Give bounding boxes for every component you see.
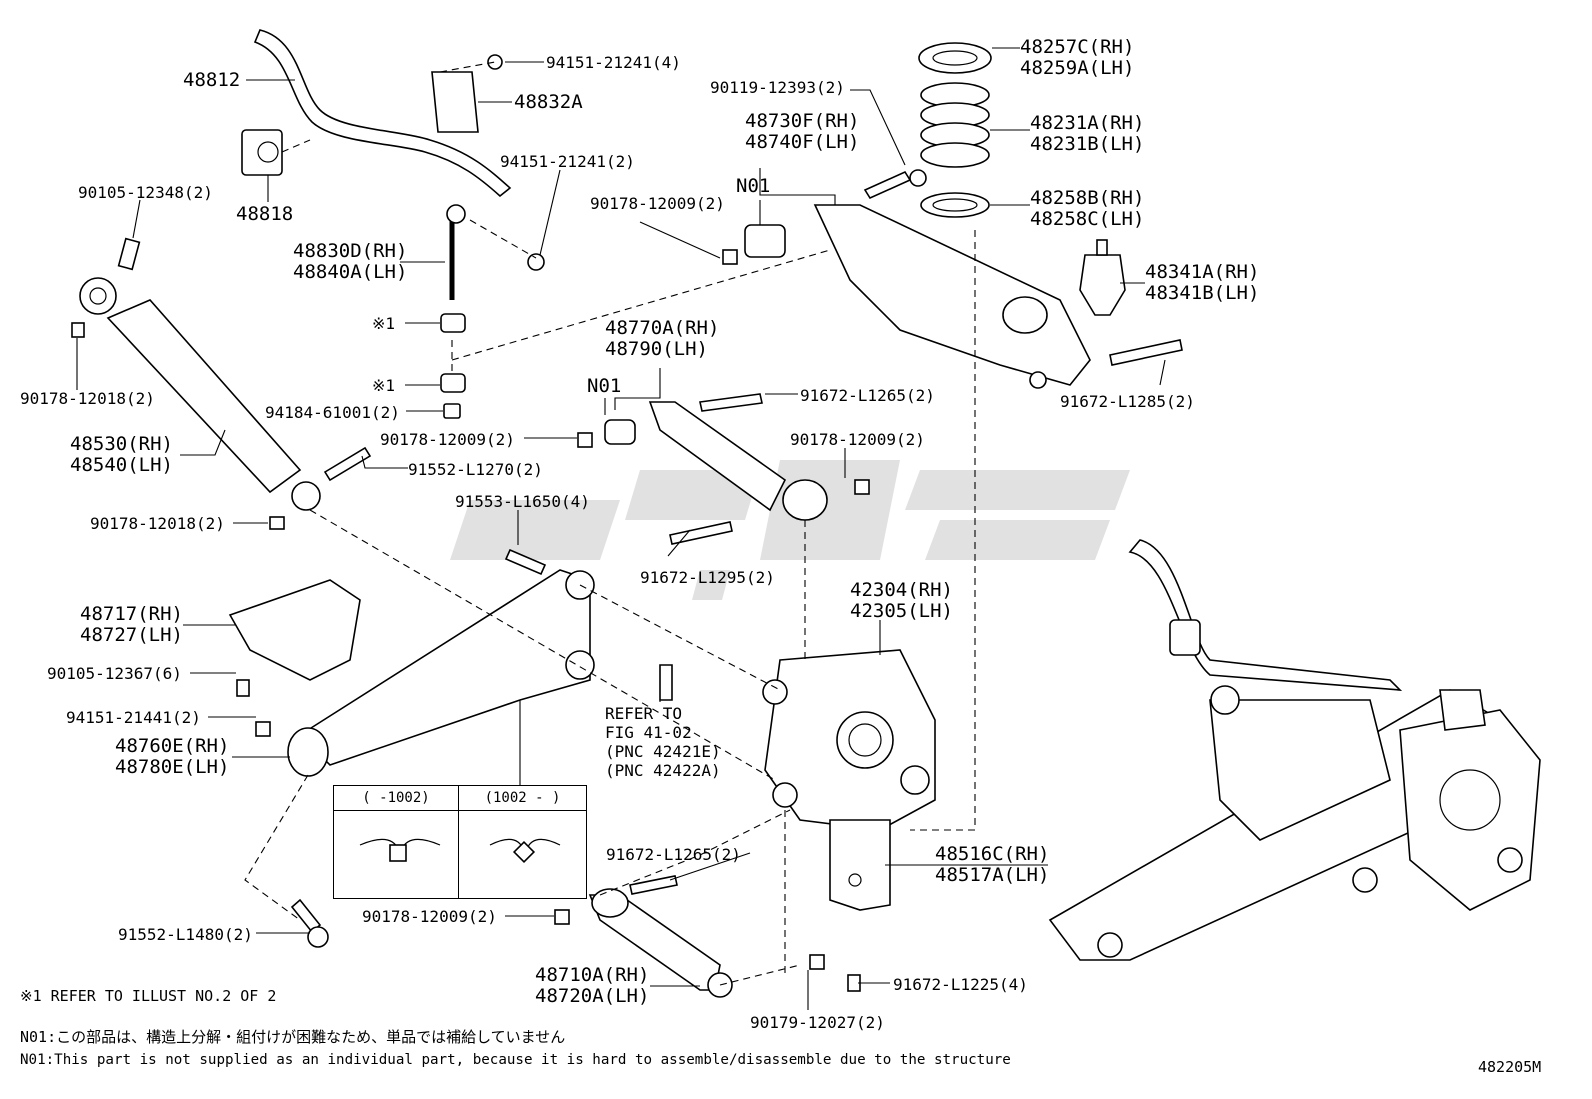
label-refer-3: (PNC 42421E) (605, 742, 721, 761)
label-90119-12393: 90119-12393(2) (710, 78, 845, 97)
label-ref1-a: ※1 (372, 314, 396, 333)
suspension-bracket (809, 819, 891, 992)
label-n01-a: N01 (736, 175, 771, 197)
stabilizer-link (440, 204, 545, 419)
label-94151-21241-4: 94151-21241(4) (546, 53, 681, 72)
label-91672-l1265-b: 91672-L1265(2) (606, 845, 741, 864)
label-90178-12009-a: 90178-12009(2) (380, 430, 515, 449)
label-94151-21441: 94151-21441(2) (66, 708, 201, 727)
label-94151-21241-2: 94151-21241(2) (500, 152, 635, 171)
label-n01-b: N01 (587, 375, 622, 397)
inset-divider (458, 810, 460, 898)
label-48812: 48812 (183, 69, 241, 91)
note-n01-english: N01:This part is not supplied as an indi… (20, 1052, 1011, 1068)
label-90105-12348: 90105-12348(2) (78, 183, 213, 202)
label-48727: 48727(LH) (80, 624, 183, 646)
label-48720a: 48720A(LH) (535, 985, 650, 1007)
label-48540: 48540(LH) (70, 454, 173, 476)
lower-control-arm (228, 569, 595, 777)
label-48258b: 48258B(RH) (1030, 187, 1145, 209)
coil-spring-assembly (918, 42, 1183, 366)
label-90178-12018-b: 90178-12018(2) (90, 514, 225, 533)
note-refer-illust: ※1 REFER TO ILLUST NO.2 OF 2 (20, 987, 277, 1005)
label-91672-l1295: 91672-L1295(2) (640, 568, 775, 587)
label-48257c: 48257C(RH) (1020, 36, 1135, 58)
label-refer-1: REFER TO (605, 704, 683, 723)
label-refer-4: (PNC 42422A) (605, 761, 721, 780)
label-ref1-b: ※1 (372, 376, 396, 395)
rear-lower-arm (290, 875, 733, 998)
label-91552-l1480: 91552-L1480(2) (118, 925, 253, 944)
label-91553-l1650: 91553-L1650(4) (455, 492, 590, 511)
leader-lines (76, 47, 1166, 1010)
label-48710a: 48710A(RH) (535, 964, 650, 986)
label-48530: 48530(RH) (70, 433, 173, 455)
label-48760e: 48760E(RH) (115, 735, 230, 757)
label-90178-12009-b: 90178-12009(2) (590, 194, 725, 213)
label-48740f: 48740F(LH) (745, 131, 860, 153)
inset-col2-header: (1002 - ) (459, 786, 586, 811)
label-90178-12009-d: 90178-12009(2) (362, 907, 497, 926)
label-48730f: 48730F(RH) (745, 110, 860, 132)
label-48840a: 48840A(LH) (293, 261, 408, 283)
label-90178-12009-c: 90178-12009(2) (790, 430, 925, 449)
upper-control-arm (722, 169, 1091, 389)
label-48832a: 48832A (514, 91, 583, 113)
label-90105-12367: 90105-12367(6) (47, 664, 182, 683)
label-48516c: 48516C(RH) (935, 843, 1050, 865)
assembly-lines (244, 61, 976, 986)
label-48818: 48818 (236, 203, 294, 225)
label-48830d: 48830D(RH) (293, 240, 408, 262)
rear-axle-carrier (659, 649, 936, 831)
inset-symbols (359, 838, 561, 864)
label-48780e: 48780E(LH) (115, 756, 230, 778)
assembled-suspension-view (1048, 539, 1541, 961)
diagram-id: 482205M (1478, 1058, 1542, 1076)
label-48341b: 48341B(LH) (1145, 282, 1260, 304)
variant-inset-box: ( -1002) (1002 - ) (333, 785, 587, 899)
label-42304: 42304(RH) (850, 579, 953, 601)
label-91672-l1225: 91672-L1225(4) (893, 975, 1028, 994)
label-94184-61001: 94184-61001(2) (265, 403, 400, 422)
stabilizer-bar (241, 29, 512, 198)
label-91552-l1270: 91552-L1270(2) (408, 460, 543, 479)
label-48231a: 48231A(RH) (1030, 112, 1145, 134)
label-91672-l1265-a: 91672-L1265(2) (800, 386, 935, 405)
label-48341a: 48341A(RH) (1145, 261, 1260, 283)
label-48770a: 48770A(RH) (605, 317, 720, 339)
inset-col1-header: ( -1002) (334, 786, 459, 811)
label-42305: 42305(LH) (850, 600, 953, 622)
toe-control-link (504, 393, 870, 576)
label-90179-12027: 90179-12027(2) (750, 1013, 885, 1032)
label-48258c: 48258C(LH) (1030, 208, 1145, 230)
label-48790: 48790(LH) (605, 338, 708, 360)
label-refer-2: FIG 41-02 (605, 723, 692, 742)
stabilizer-bracket (431, 54, 503, 133)
label-48717: 48717(RH) (80, 603, 183, 625)
label-48259a: 48259A(LH) (1020, 57, 1135, 79)
label-48517a: 48517A(LH) (935, 864, 1050, 886)
shock-absorber (71, 237, 372, 530)
note-n01-japanese: N01:この部品は、構造上分解・組付けが困難なため、単品では補給していません (20, 1028, 566, 1046)
label-91672-l1285: 91672-L1285(2) (1060, 392, 1195, 411)
label-48231b: 48231B(LH) (1030, 133, 1145, 155)
label-90178-12018-a: 90178-12018(2) (20, 389, 155, 408)
